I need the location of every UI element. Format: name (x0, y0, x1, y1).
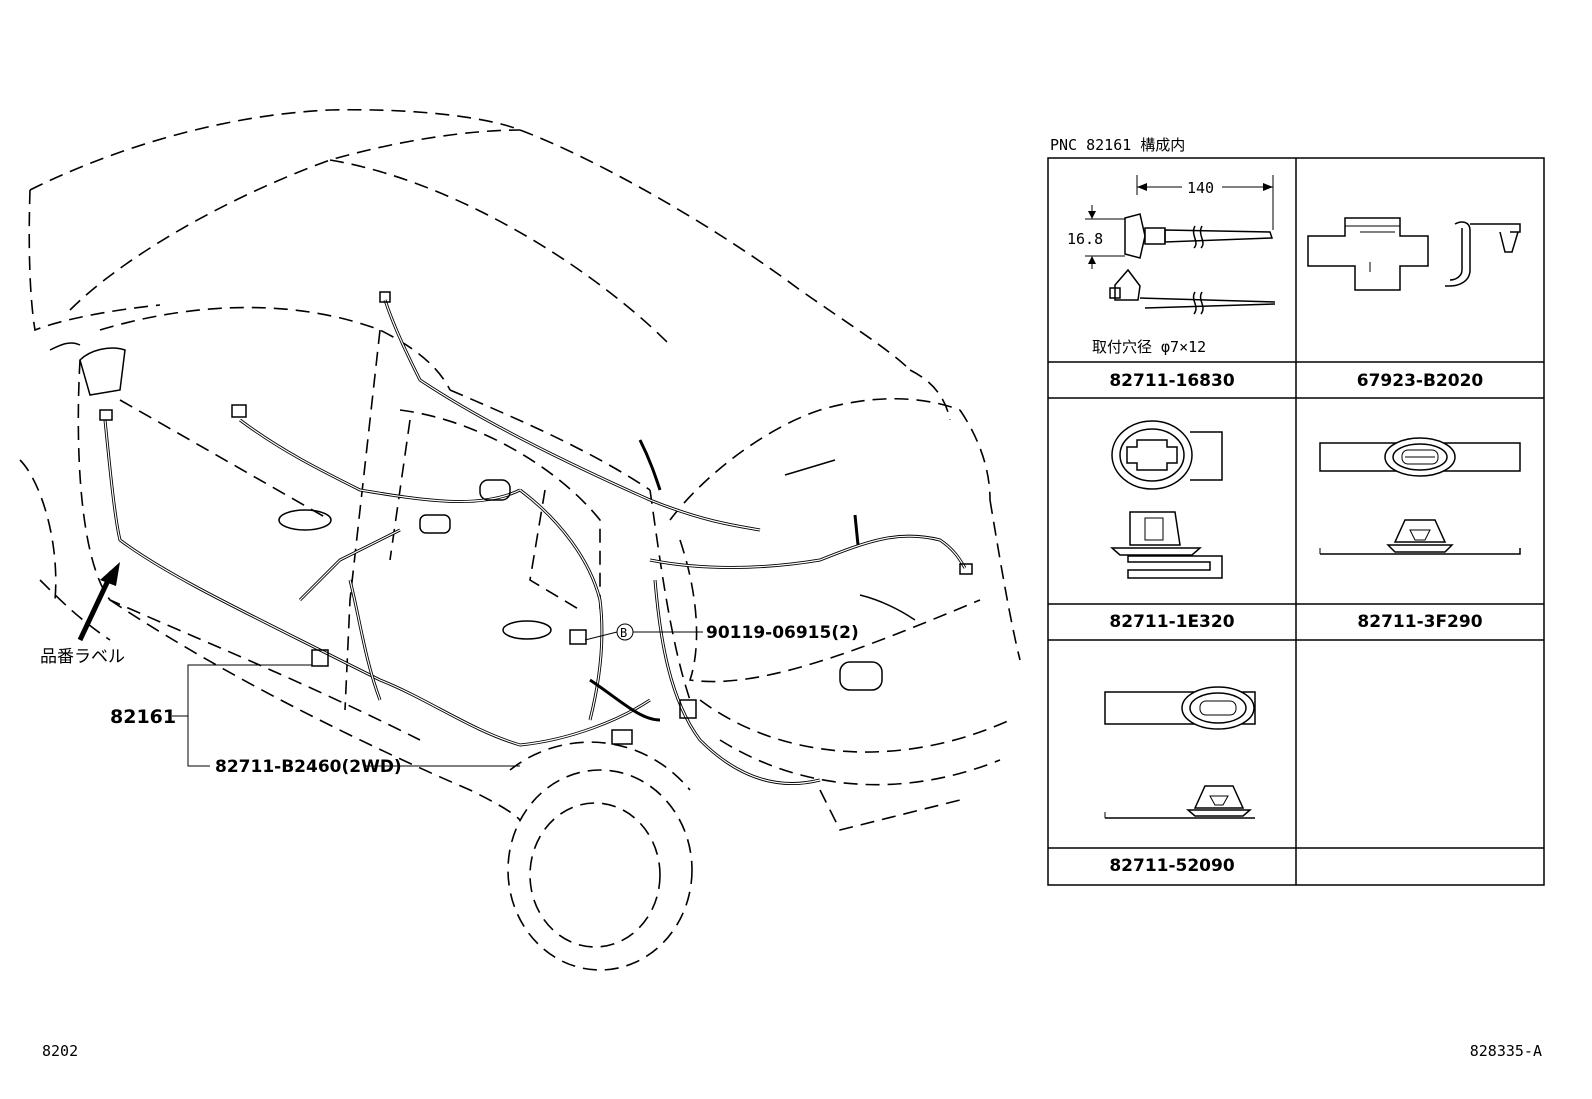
dim-height: 16.8 (1067, 230, 1103, 248)
part-no-82711-16830: 82711-16830 (1109, 371, 1235, 391)
cell-82711-1e320 (1110, 420, 1223, 579)
page-ref: 8202 (42, 1042, 78, 1060)
wire-harness (99, 291, 973, 786)
parts-table: PNC 82161 構成内 140 16.8 (1047, 136, 1545, 886)
figure-id: 828335-A (1470, 1042, 1542, 1060)
vehicle-body-outline (19, 108, 1021, 971)
label-90119: 90119-06915(2) (706, 623, 859, 643)
part-no-82711-1e320: 82711-1E320 (1109, 612, 1234, 632)
label-82161: 82161 (110, 706, 176, 728)
table-header: PNC 82161 構成内 (1050, 136, 1185, 154)
label-82711-b2460: 82711-B2460(2WD) (215, 757, 402, 777)
label-hinban: 品番ラベル (40, 647, 125, 667)
callouts: 品番ラベル 82161 82711-B2460(2WD) B 90119-069… (40, 562, 859, 777)
cell-67923-b2020 (1307, 217, 1521, 291)
cell-82711-52090 (1104, 686, 1256, 819)
part-no-82711-3f290: 82711-3F290 (1357, 612, 1482, 632)
part-no-67923-b2020: 67923-B2020 (1357, 371, 1484, 391)
dim-length: 140 (1187, 179, 1214, 197)
part-no-82711-52090: 82711-52090 (1109, 856, 1235, 876)
cell-82711-16830: 140 16.8 取付穴径 φ7×12 (1067, 175, 1276, 356)
cell-82711-3f290 (1319, 437, 1521, 555)
cell-note: 取付穴径 φ7×12 (1092, 338, 1206, 356)
callout-b: B (620, 626, 627, 640)
